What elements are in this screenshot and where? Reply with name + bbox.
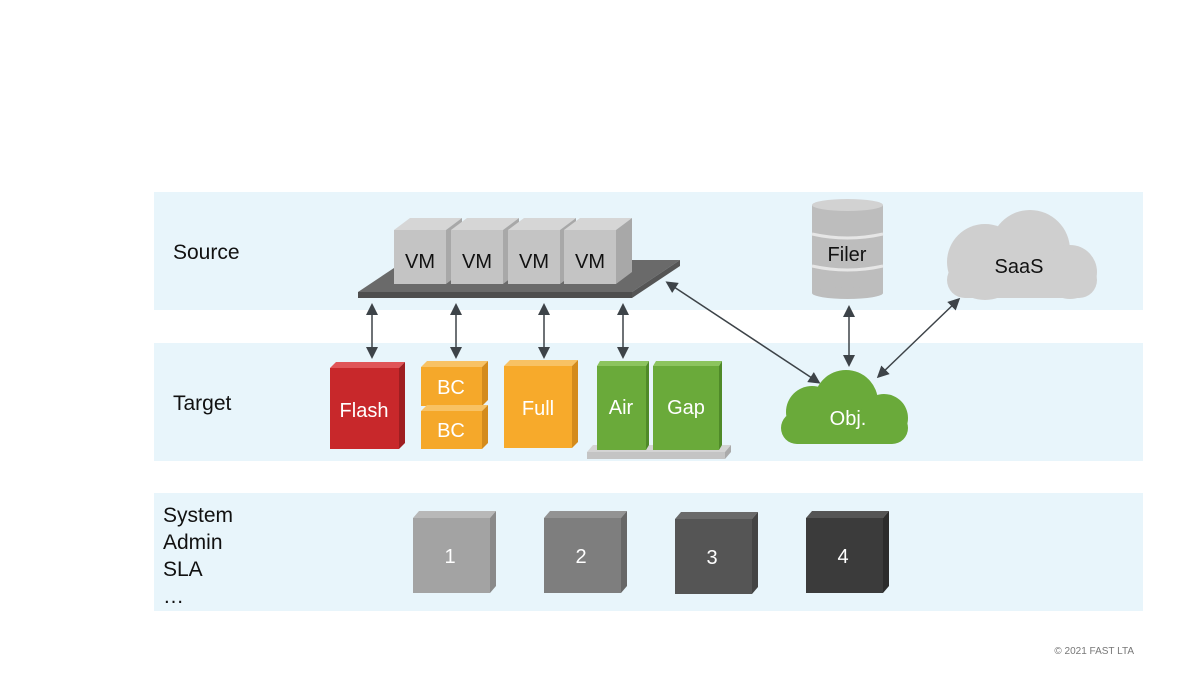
filer-label: Filer	[828, 244, 867, 266]
system-lane-label-3: SLA	[163, 558, 203, 581]
system-lane-label-2: Admin	[163, 531, 223, 554]
bc-storage-block-top: BC	[421, 361, 488, 406]
tier-block-4: 4	[806, 511, 889, 593]
saas-label: SaaS	[995, 256, 1044, 278]
airgap-storage-group: Air Gap	[587, 361, 731, 459]
object-storage-cloud-icon: Obj.	[781, 370, 908, 444]
target-lane-label: Target	[173, 392, 232, 415]
full-storage-block: Full	[504, 360, 578, 448]
tier-label: 1	[444, 546, 455, 568]
system-lane	[154, 493, 1143, 611]
tier-block-3: 3	[675, 512, 758, 594]
vm-label: VM	[575, 251, 605, 273]
vm-label: VM	[519, 251, 549, 273]
tier-label: 3	[706, 547, 717, 569]
arrow-platform-obj	[665, 281, 821, 384]
system-lane-label-1: System	[163, 504, 233, 527]
bc-label: BC	[437, 420, 465, 442]
tier-block-1: 1	[413, 511, 496, 593]
gap-label: Gap	[667, 397, 705, 419]
air-label: Air	[609, 397, 634, 419]
tier-label: 2	[575, 546, 586, 568]
full-label: Full	[522, 398, 554, 420]
arrow-saas-obj	[876, 297, 961, 379]
obj-label: Obj.	[830, 408, 867, 430]
flash-storage-block: Flash	[330, 362, 405, 449]
bc-label: BC	[437, 377, 465, 399]
source-lane-label: Source	[173, 241, 240, 264]
tier-label: 4	[837, 546, 848, 568]
flash-label: Flash	[340, 400, 389, 422]
vm-label: VM	[405, 251, 435, 273]
copyright-text: © 2021 FAST LTA	[1054, 646, 1134, 657]
vm-box: VM	[564, 218, 632, 284]
system-lane-label-4: …	[163, 585, 184, 608]
vm-label: VM	[462, 251, 492, 273]
saas-cloud-icon: SaaS	[947, 210, 1097, 300]
bc-storage-block-bottom: BC	[421, 405, 488, 449]
tier-block-2: 2	[544, 511, 627, 593]
filer-database-icon: Filer	[811, 199, 884, 299]
